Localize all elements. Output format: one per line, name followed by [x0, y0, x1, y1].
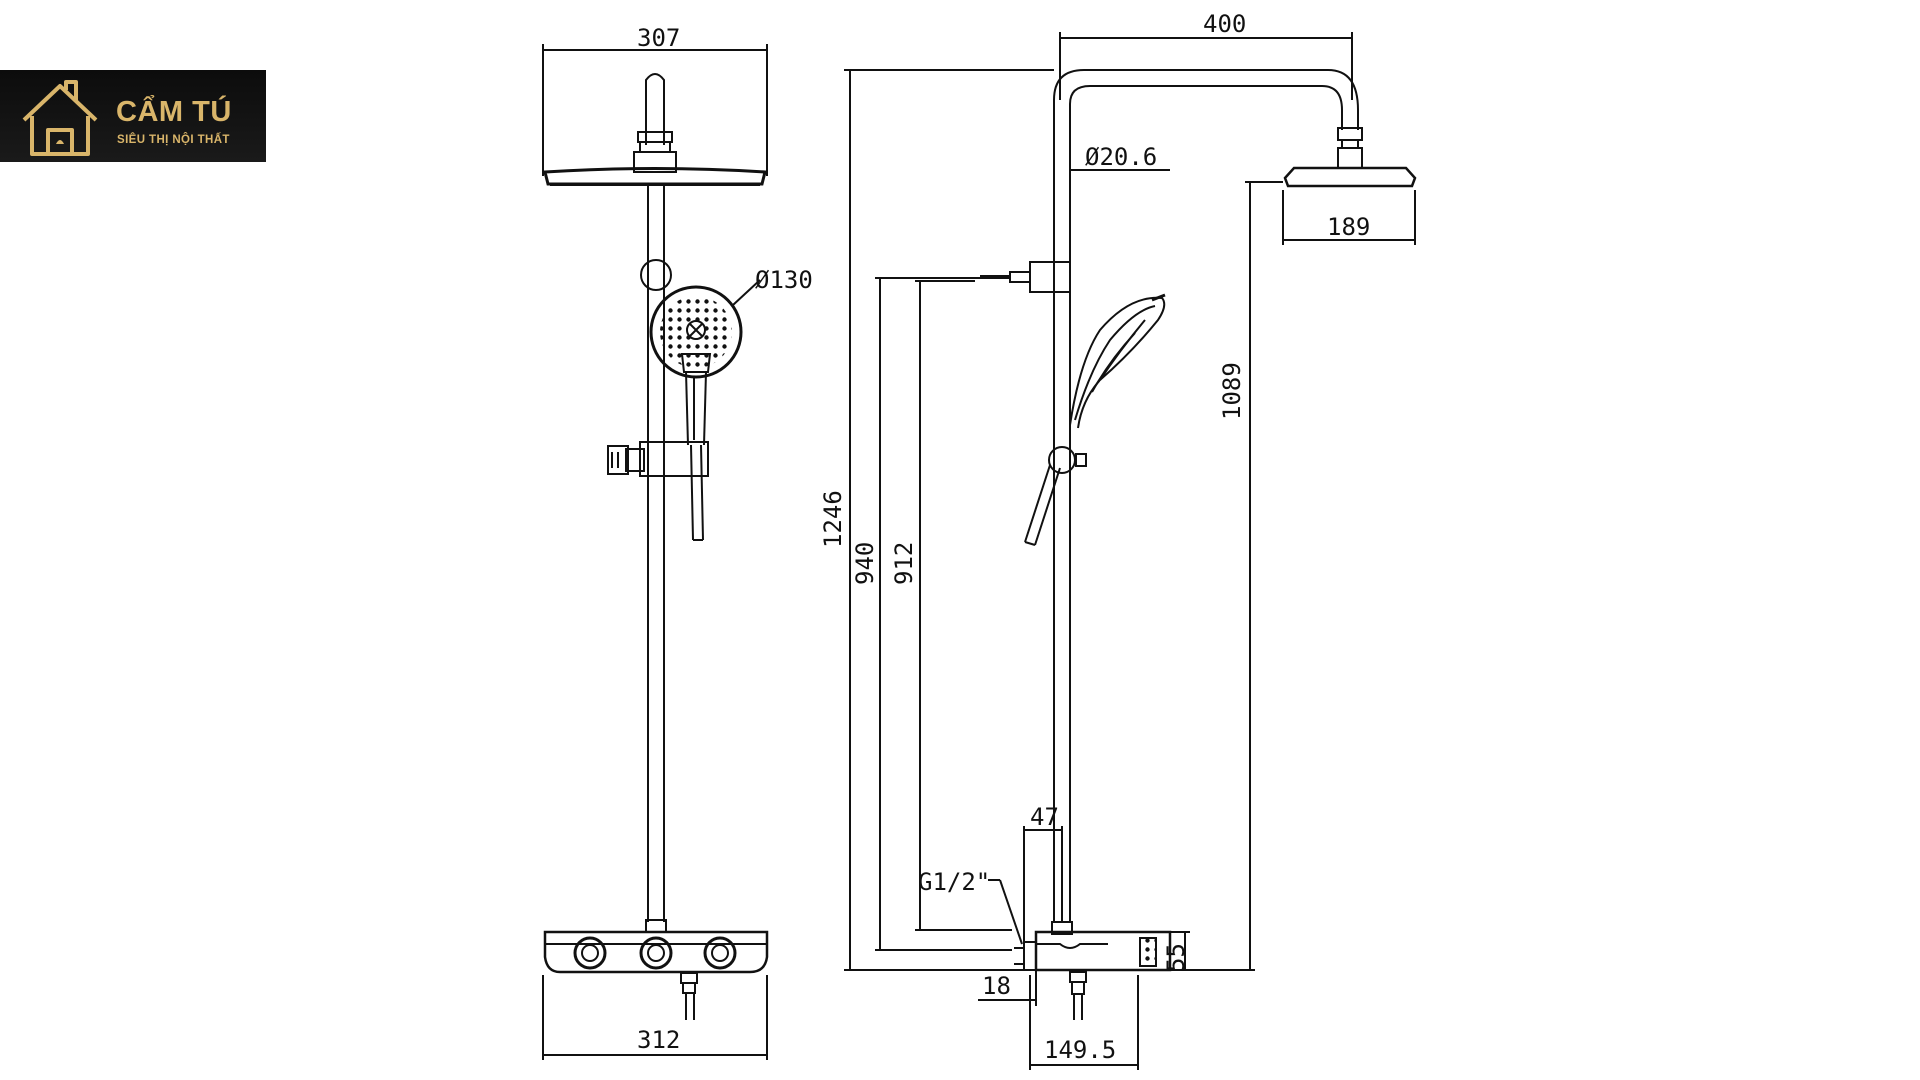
- dim-1089: 1089: [1218, 362, 1246, 420]
- dim-hand-shower-diameter: Ø130: [755, 266, 813, 294]
- dim-thread-size: G1/2": [918, 868, 990, 896]
- dim-18: 18: [982, 972, 1011, 1000]
- dim-pipe-diameter: Ø20.6: [1085, 143, 1157, 171]
- brand-tagline: SIÊU THỊ NỘI THẤT: [117, 134, 230, 146]
- dim-312: 312: [637, 1026, 680, 1054]
- dim-307: 307: [637, 24, 680, 52]
- dim-912: 912: [890, 542, 918, 585]
- dim-55: 55: [1162, 943, 1190, 972]
- dim-1246: 1246: [819, 490, 847, 548]
- dim-189: 189: [1327, 213, 1370, 241]
- side-view: [844, 32, 1417, 1070]
- brand-name: CẨM TÚ: [116, 96, 232, 128]
- dim-47: 47: [1030, 803, 1059, 831]
- dim-940: 940: [851, 542, 879, 585]
- dim-400: 400: [1203, 10, 1246, 38]
- dim-149-5: 149.5: [1044, 1036, 1116, 1064]
- house-logo-icon: [22, 80, 98, 156]
- front-view: [542, 44, 769, 1060]
- brand-logo: CẨM TÚ SIÊU THỊ NỘI THẤT: [0, 70, 266, 162]
